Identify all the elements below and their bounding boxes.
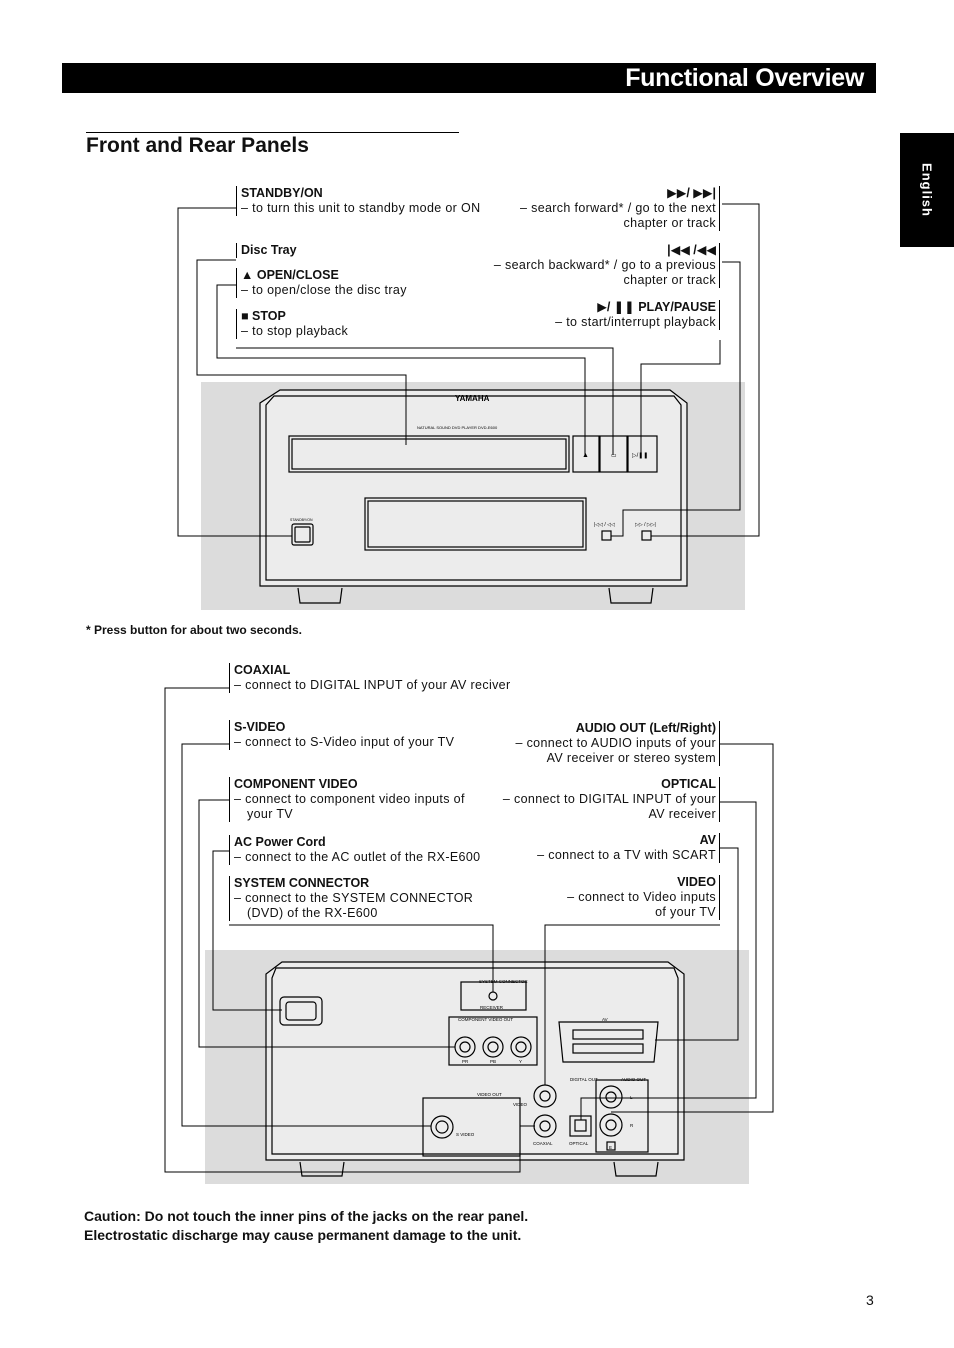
front-leader-lines	[177, 203, 760, 537]
caution-line-2: Electrostatic discharge may cause perman…	[84, 1227, 522, 1243]
front-brand: YAMAHA	[455, 394, 490, 403]
rear-av-label: AV	[602, 1017, 608, 1022]
svg-text:▷/❚❚: ▷/❚❚	[632, 452, 648, 459]
rear-receiver-label: RECEIVER	[480, 1005, 504, 1010]
svg-text:▷▷ / ▷▷|: ▷▷ / ▷▷|	[635, 522, 656, 528]
label-s-video: S-VIDEO– connect to S-Video input of you…	[229, 720, 454, 750]
label-play-pause: ▶/ ❚❚ PLAY/PAUSE– to start/interrupt pla…	[555, 300, 720, 330]
label-component-video: COMPONENT VIDEO– connect to component vi…	[229, 777, 465, 822]
rear-system-connector-label: SYSTEM CONNECTOR	[479, 979, 528, 984]
label-standby: STANDBY/ON– to turn this unit to standby…	[236, 186, 480, 216]
label-open-close: ▲ OPEN/CLOSE– to open/close the disc tra…	[236, 268, 407, 298]
label-forward: ▶▶/ ▶▶|– search forward* / go to the nex…	[520, 186, 720, 231]
rear-video-out-label: VIDEO OUT	[477, 1092, 502, 1097]
svg-text:▲: ▲	[582, 452, 589, 459]
rear-pb-label: PB	[490, 1059, 496, 1064]
label-av: AV– connect to a TV with SCART	[537, 833, 720, 863]
label-optical: OPTICAL– connect to DIGITAL INPUT of you…	[503, 777, 720, 822]
section-rule	[86, 132, 459, 133]
rear-optical-label: OPTICAL	[569, 1141, 589, 1146]
section-title: Front and Rear Panels	[86, 134, 309, 157]
caution-line-1: Caution: Do not touch the inner pins of …	[84, 1208, 529, 1224]
rear-pr-label: PR	[462, 1059, 469, 1064]
label-disc-tray: Disc Tray	[236, 243, 297, 258]
rear-e-label: E	[609, 1145, 612, 1150]
rear-audio-out-label: AUDIO OUT	[621, 1077, 646, 1082]
rear-device	[265, 961, 685, 1177]
front-device	[259, 389, 688, 604]
rear-coaxial-label: COAXIAL	[533, 1141, 553, 1146]
svg-text:|◁◁ / ◁◁: |◁◁ / ◁◁	[594, 522, 615, 528]
rear-r-label: R	[630, 1123, 634, 1128]
front-model: NATURAL SOUND DVD PLAYER DVD-E600	[417, 425, 498, 430]
language-tab: English	[900, 133, 954, 247]
rear-video-label: VIDEO	[513, 1102, 528, 1107]
page-title: Functional Overview	[625, 64, 864, 92]
page-number: 3	[866, 1292, 874, 1308]
label-system-connector: SYSTEM CONNECTOR– connect to the SYSTEM …	[229, 876, 473, 921]
rear-leader-lines	[164, 687, 774, 1173]
rear-y-label: Y	[519, 1059, 522, 1064]
svg-text:▭: ▭	[611, 453, 617, 459]
footnote: * Press button for about two seconds.	[86, 623, 303, 637]
label-backward: |◀◀ /◀◀– search backward* / go to a prev…	[494, 243, 720, 288]
label-ac-power: AC Power Cord– connect to the AC outlet …	[229, 835, 480, 865]
header-bar: Functional Overview	[62, 63, 876, 93]
label-stop: ■ STOP– to stop playback	[236, 309, 348, 339]
label-audio-out: AUDIO OUT (Left/Right)– connect to AUDIO…	[515, 721, 720, 766]
caution-text: Caution: Do not touch the inner pins of …	[84, 1207, 528, 1245]
standby-small-label: STANDBY/ON	[290, 518, 313, 522]
label-coaxial: COAXIAL– connect to DIGITAL INPUT of you…	[229, 663, 511, 693]
rear-component-label: COMPONENT VIDEO OUT	[458, 1017, 513, 1022]
rear-digital-out-label: DIGITAL OUT	[570, 1077, 598, 1082]
rear-svideo-label: S VIDEO	[456, 1132, 475, 1137]
